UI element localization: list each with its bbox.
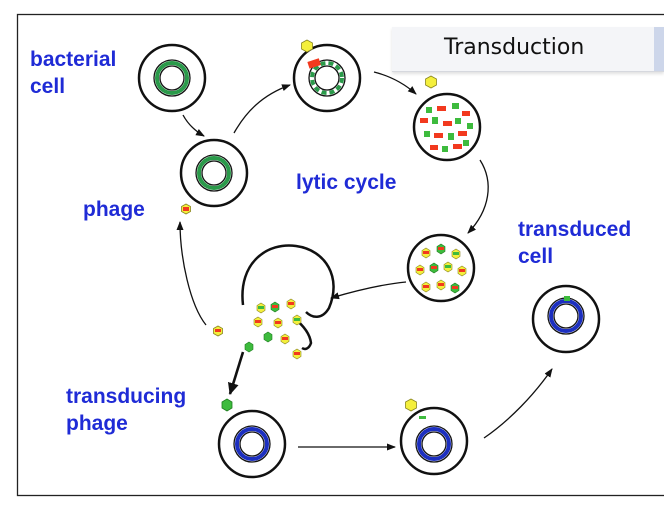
replicating-dna-cell: [412, 92, 482, 162]
lysing-cell: [241, 244, 335, 360]
arrow-cycle-return: [176, 221, 207, 326]
label-bacterial-cell: bacterial cell: [30, 48, 117, 98]
diagram-title: Transduction: [444, 35, 585, 60]
label-lytic-cycle: lytic cycle: [296, 171, 397, 194]
arrow-assembly: [467, 159, 489, 234]
transducing-phage-icon: [221, 398, 233, 412]
label-transducing-phage: transducing phage: [66, 385, 187, 435]
title-banner: Transduction: [392, 27, 664, 72]
new-host-cell: [217, 409, 287, 479]
transduced-cell: [531, 284, 601, 354]
infected-cell: [179, 138, 249, 208]
arrow-release: [227, 351, 245, 395]
degrading-chromosome-cell: [292, 43, 362, 113]
arrow-lysis: [330, 281, 407, 300]
title-banner-edge: [654, 27, 664, 71]
label-phage: phage: [83, 198, 145, 221]
phage-icon: [405, 398, 417, 412]
injected-dna-cell: [399, 406, 469, 476]
arrow-recombination: [483, 368, 553, 439]
arrow-infection: [182, 114, 205, 137]
assembled-phages-cell: [406, 233, 476, 303]
label-transduced-cell: transduced cell: [518, 218, 632, 268]
bacterial-cell: [137, 43, 207, 113]
phage-attaching-icon: [181, 203, 191, 215]
arrow-replication: [373, 71, 417, 95]
phage-icon: [301, 39, 313, 53]
phage-icon: [425, 75, 437, 89]
arrow-chromosome-breakdown: [233, 84, 291, 134]
released-phage-icon: [213, 325, 223, 337]
